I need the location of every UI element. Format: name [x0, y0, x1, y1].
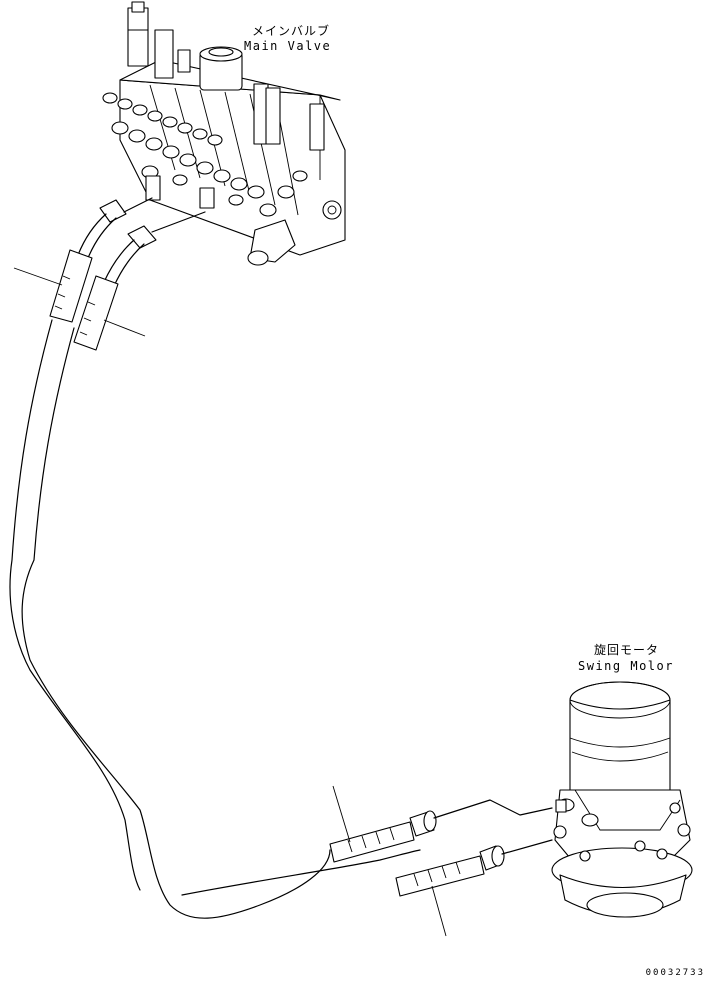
swing-motor-label-en: Swing Molor	[578, 659, 674, 673]
swing-motor	[551, 681, 693, 918]
swing-motor-label-jp: 旋回モータ	[594, 643, 660, 657]
hose-b	[73, 211, 421, 896]
valve-fittings	[102, 92, 308, 217]
leader-line	[13, 267, 63, 286]
hose-b-lower-end	[395, 839, 553, 937]
leader-line	[103, 319, 146, 337]
hose-a	[9, 197, 331, 919]
hose-a-lower-end	[329, 785, 553, 863]
leader-line	[332, 785, 351, 843]
leader-line	[431, 885, 447, 937]
document-number: 00032733	[645, 968, 705, 978]
main-valve-label-en: Main Valve	[244, 39, 332, 53]
main-valve	[102, 1, 346, 266]
main-valve-label-jp: メインバルブ	[252, 24, 331, 38]
